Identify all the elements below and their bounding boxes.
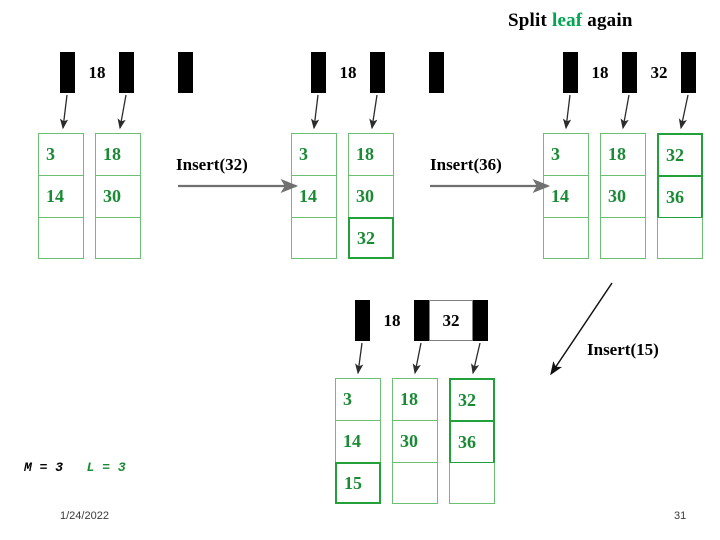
leaf-cell: 32 bbox=[657, 133, 703, 175]
tree-4-leaf-2: 32 36 bbox=[449, 378, 495, 504]
parameter-l: L = 3 bbox=[86, 460, 126, 475]
tree-2-leaf-1: 18 30 32 bbox=[348, 133, 394, 259]
root-pointer-slot bbox=[414, 300, 429, 341]
root-key-cell bbox=[385, 52, 429, 93]
root-pointer-slot bbox=[119, 52, 134, 93]
root-pointer-slot bbox=[370, 52, 385, 93]
root-key-cell: 18 bbox=[578, 52, 622, 93]
leaf-cell: 18 bbox=[95, 133, 141, 175]
tree-1-root-node: 18 bbox=[60, 52, 193, 93]
leaf-cell: 3 bbox=[543, 133, 589, 175]
root-key-cell: 18 bbox=[75, 52, 119, 93]
transition-label-insert-15: Insert(15) bbox=[587, 340, 659, 359]
leaf-cell: 14 bbox=[291, 175, 337, 217]
tree-2-leaf-0: 3 14 bbox=[291, 133, 337, 259]
root-pointer-slot bbox=[563, 52, 578, 93]
tree-4-leaf-0: 3 14 15 bbox=[335, 378, 381, 504]
slide-title-suffix: again bbox=[582, 10, 633, 31]
slide-title-highlight: leaf bbox=[551, 10, 583, 31]
root-pointer-slot bbox=[473, 300, 488, 341]
tree-4-root-node: 18 32 bbox=[355, 300, 488, 341]
leaf-cell: 18 bbox=[348, 133, 394, 175]
root-pointer-slot bbox=[681, 52, 696, 93]
leaf-cell bbox=[657, 217, 703, 259]
leaf-cell bbox=[600, 217, 646, 259]
tree-2-root-node: 18 bbox=[311, 52, 444, 93]
root-pointer-slot bbox=[311, 52, 326, 93]
tree-4-leaf-1: 18 30 bbox=[392, 378, 438, 504]
tree-1-child-pointers bbox=[59, 94, 127, 130]
tree-1-leaf-0: 3 14 bbox=[38, 133, 84, 259]
leaf-cell: 30 bbox=[348, 175, 394, 217]
leaf-cell: 3 bbox=[335, 378, 381, 420]
leaf-cell: 14 bbox=[38, 175, 84, 217]
root-pointer-slot bbox=[622, 52, 637, 93]
leaf-cell: 14 bbox=[543, 175, 589, 217]
leaf-cell bbox=[392, 462, 438, 504]
tree-4-child-pointers bbox=[355, 342, 481, 375]
tree-3-leaf-0: 3 14 bbox=[543, 133, 589, 259]
transition-label-insert-32: Insert(32) bbox=[176, 155, 248, 174]
slide-title: Split leaf again bbox=[508, 10, 633, 32]
leaf-cell: 32 bbox=[449, 378, 495, 420]
leaf-cell: 3 bbox=[291, 133, 337, 175]
footer-page-number: 31 bbox=[674, 510, 687, 522]
root-key-cell: 32 bbox=[429, 300, 473, 341]
tree-3-child-pointers bbox=[562, 94, 689, 130]
footer-date: 1/24/2022 bbox=[60, 510, 109, 522]
tree-1-leaf-1: 18 30 bbox=[95, 133, 141, 259]
leaf-cell: 36 bbox=[449, 420, 495, 462]
leaf-cell bbox=[95, 217, 141, 259]
transition-arrow-insert-15 bbox=[550, 282, 613, 376]
leaf-cell: 3 bbox=[38, 133, 84, 175]
leaf-cell bbox=[291, 217, 337, 259]
tree-3-leaf-1: 18 30 bbox=[600, 133, 646, 259]
root-pointer-slot bbox=[60, 52, 75, 93]
root-pointer-slot bbox=[178, 52, 193, 93]
transition-label-insert-36: Insert(36) bbox=[430, 155, 502, 174]
leaf-cell bbox=[543, 217, 589, 259]
leaf-cell: 32 bbox=[348, 217, 394, 259]
root-key-cell: 18 bbox=[326, 52, 370, 93]
parameter-m: M = 3 bbox=[24, 460, 64, 475]
leaf-cell bbox=[38, 217, 84, 259]
slide-title-prefix: Split bbox=[508, 10, 552, 31]
tree-2-child-pointers bbox=[310, 94, 378, 130]
tree-3-leaf-2: 32 36 bbox=[657, 133, 703, 259]
leaf-cell: 18 bbox=[392, 378, 438, 420]
leaf-cell: 15 bbox=[335, 462, 381, 504]
leaf-cell bbox=[449, 462, 495, 504]
tree-3-root-node: 18 32 bbox=[563, 52, 696, 93]
leaf-cell: 30 bbox=[95, 175, 141, 217]
parameters-label: M = 3 L = 3 bbox=[24, 460, 126, 475]
leaf-cell: 14 bbox=[335, 420, 381, 462]
leaf-cell: 36 bbox=[657, 175, 703, 217]
root-pointer-slot bbox=[429, 52, 444, 93]
root-key-cell: 18 bbox=[370, 300, 414, 341]
leaf-cell: 30 bbox=[392, 420, 438, 462]
leaf-cell: 18 bbox=[600, 133, 646, 175]
leaf-cell: 30 bbox=[600, 175, 646, 217]
root-pointer-slot bbox=[355, 300, 370, 341]
root-key-cell bbox=[134, 52, 178, 93]
root-key-cell: 32 bbox=[637, 52, 681, 93]
